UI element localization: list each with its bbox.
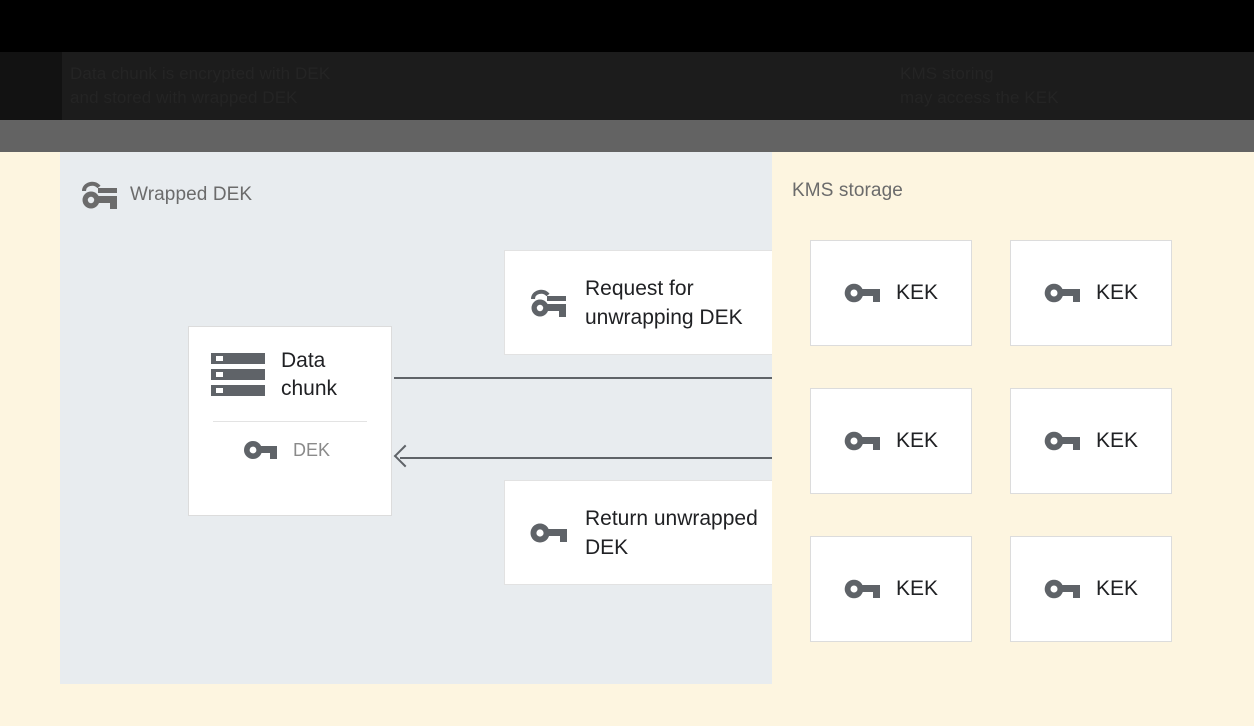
return-arrow-head <box>393 444 417 468</box>
gray-divider-band <box>0 120 1254 152</box>
wrapped-dek-panel-title: Wrapped DEK <box>130 184 253 205</box>
kms-storage-panel-header: KMS storage <box>792 180 903 202</box>
gray-divider-band-notch <box>0 120 62 152</box>
kms-storage-panel: KMS storage KEK <box>772 152 1254 684</box>
kek-label: KEK <box>895 281 939 304</box>
wrapped-key-icon <box>80 180 118 210</box>
top-black-bar <box>0 0 1254 52</box>
kek-grid: KEK KEK <box>810 240 1172 642</box>
return-unwrapped-card[interactable]: Return unwrapped DEK <box>504 480 772 585</box>
key-icon <box>1044 281 1080 306</box>
kek-card[interactable]: KEK <box>810 536 972 642</box>
data-chunk-label: Data chunk <box>281 349 338 400</box>
request-unwrap-card[interactable]: Request for unwrapping DEK <box>504 250 772 355</box>
caption-left-line-2: and stored with wrapped DEK <box>70 88 298 107</box>
kek-card[interactable]: KEK <box>810 240 972 346</box>
kek-card[interactable]: KEK <box>1010 388 1172 494</box>
kek-card[interactable]: KEK <box>810 388 972 494</box>
caption-band-left-edge <box>0 52 62 120</box>
caption-right-line-1: KMS storing <box>900 64 994 83</box>
storage-chunk-icon <box>211 351 265 399</box>
kek-label: KEK <box>1095 281 1139 304</box>
data-chunk-card-bottom: DEK <box>211 438 369 462</box>
caption-band <box>0 52 1254 120</box>
kek-label: KEK <box>895 577 939 600</box>
return-unwrapped-label: Return unwrapped DEK <box>585 506 758 559</box>
caption-left: Data chunk is encrypted with DEK and sto… <box>70 52 500 120</box>
kek-label: KEK <box>1095 429 1139 452</box>
kek-label: KEK <box>895 429 939 452</box>
key-icon <box>844 429 880 454</box>
caption-right: KMS storing may access the KEK <box>900 52 1230 120</box>
return-arrow-line <box>400 457 772 459</box>
key-icon <box>1044 429 1080 454</box>
wrapped-dek-panel: Wrapped DEK Data chunk <box>60 152 772 684</box>
data-chunk-divider <box>213 421 367 422</box>
kek-card[interactable]: KEK <box>1010 240 1172 346</box>
kek-card[interactable]: KEK <box>1010 536 1172 642</box>
wrapped-dek-panel-header: Wrapped DEK <box>80 180 252 210</box>
wrapped-key-icon <box>529 287 567 319</box>
kek-label: KEK <box>1095 577 1139 600</box>
key-icon <box>1044 577 1080 602</box>
kms-storage-panel-title: KMS storage <box>792 180 903 201</box>
key-icon <box>844 577 880 602</box>
key-icon <box>844 281 880 306</box>
request-arrow-line <box>394 377 772 379</box>
caption-right-line-2: may access the KEK <box>900 88 1059 107</box>
diagram-canvas: Wrapped DEK Data chunk <box>0 152 1254 726</box>
data-chunk-card-top: Data chunk <box>211 347 369 403</box>
caption-left-line-1: Data chunk is encrypted with DEK <box>70 64 331 83</box>
request-unwrap-label: Request for unwrapping DEK <box>585 276 743 329</box>
data-chunk-card[interactable]: Data chunk DEK <box>188 326 392 516</box>
dek-label: DEK <box>293 439 331 460</box>
key-icon <box>529 520 567 546</box>
key-icon <box>243 438 277 462</box>
